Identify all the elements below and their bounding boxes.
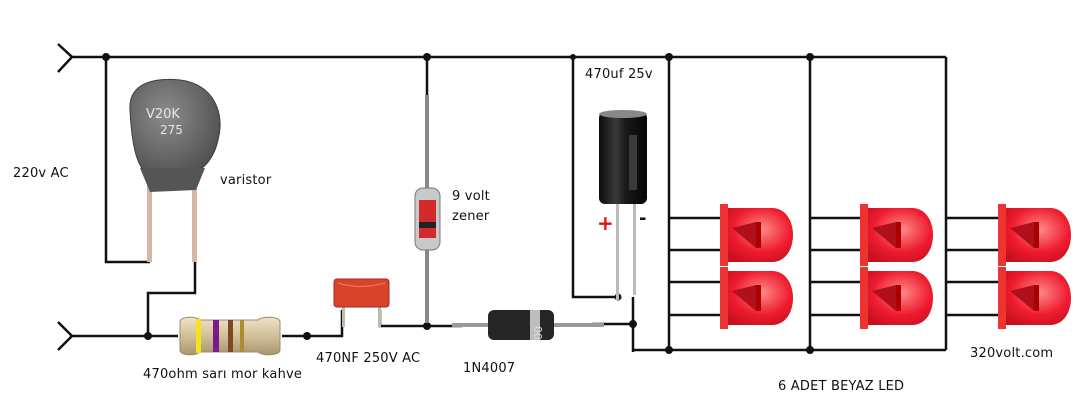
- zener-label-line2: zener: [452, 209, 490, 224]
- minus-sign: -: [639, 208, 647, 229]
- led-6: [998, 267, 1071, 329]
- electrolytic-capacitor: [599, 110, 647, 300]
- varistor-label: varistor: [220, 173, 272, 188]
- resistor: [179, 316, 281, 356]
- electrolytic-cap-label: 470uf 25v: [585, 67, 653, 82]
- led-array: [720, 204, 1071, 329]
- varistor-marking-top: V20K: [146, 107, 180, 122]
- led-2: [720, 267, 793, 329]
- led-3: [860, 204, 933, 266]
- diode-label: 1N4007: [463, 361, 516, 376]
- led-5: [998, 204, 1071, 266]
- plus-sign: +: [597, 211, 614, 235]
- film-cap-label: 470NF 250V AC: [316, 351, 421, 366]
- varistor: [129, 78, 221, 262]
- zener-label-line1: 9 volt: [452, 189, 490, 204]
- zener-diode: [414, 95, 441, 323]
- rectifier-diode: [452, 310, 604, 340]
- site-label: 320volt.com: [970, 346, 1054, 361]
- diode-band-marking: 00: [531, 326, 544, 340]
- resistor-label: 470ohm sarı mor kahve: [143, 367, 303, 382]
- led-array-label: 6 ADET BEYAZ LED: [778, 379, 905, 394]
- junction-dots: [102, 53, 814, 354]
- ac-input-label: 220v AC: [13, 166, 69, 181]
- film-capacitor: [333, 278, 390, 327]
- led-1: [720, 204, 793, 266]
- varistor-marking-bottom: 275: [160, 123, 183, 137]
- led-4: [860, 267, 933, 329]
